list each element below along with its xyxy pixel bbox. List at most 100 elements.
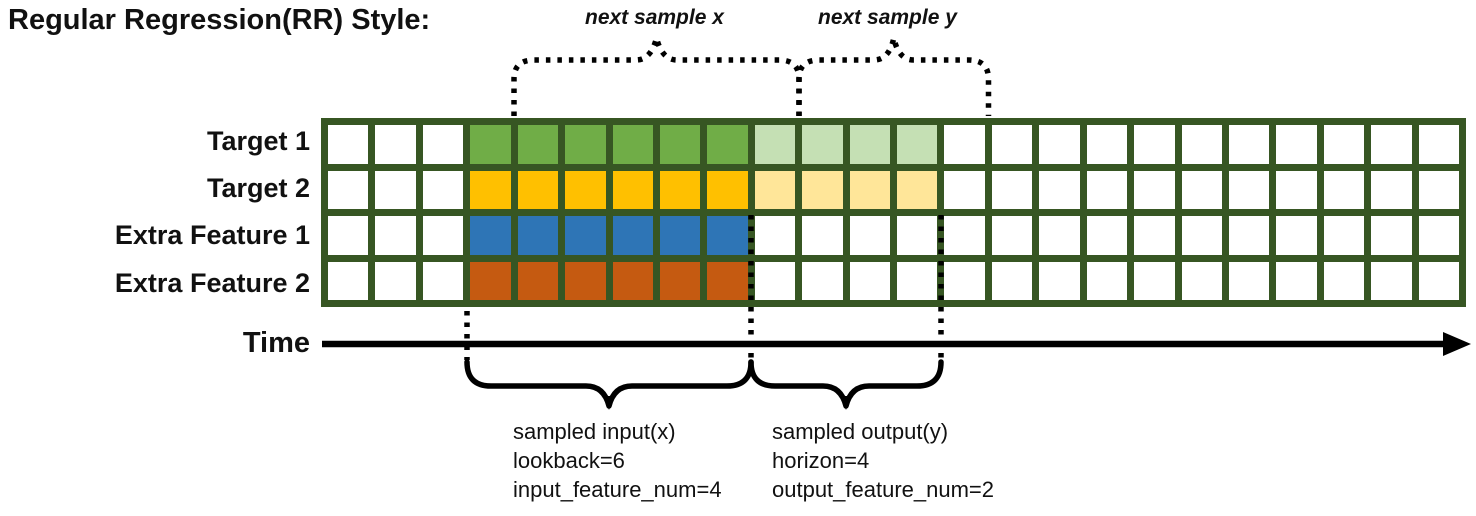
grid-cell: [1276, 170, 1317, 209]
sample-grid: [321, 118, 1466, 307]
sampled-input-brace-tip: [604, 396, 614, 410]
row-label-target-1: Target 1: [206, 126, 310, 156]
grid-cell: [1134, 125, 1175, 164]
grid-cell: [991, 170, 1033, 209]
grid-cell: [1039, 125, 1080, 164]
grid-cell: [1276, 261, 1317, 300]
grid-cell: [659, 216, 701, 255]
grid-cell: [328, 170, 369, 209]
grid-cell: [1134, 216, 1175, 255]
grid-cell: [517, 216, 559, 255]
grid-cell: [1228, 216, 1270, 255]
grid-cell: [754, 216, 796, 255]
grid-cell: [659, 170, 701, 209]
grid-cell: [375, 125, 416, 164]
grid-cell: [897, 216, 938, 255]
next-sample-x-label: next sample x: [585, 6, 724, 29]
grid-cell: [470, 261, 511, 300]
grid-cell: [754, 125, 796, 164]
grid-cell: [328, 216, 369, 255]
row-label-extra-feature-2: Extra Feature 2: [114, 268, 310, 298]
grid-cell: [1371, 216, 1412, 255]
grid-cell: [328, 125, 369, 164]
grid-cell: [375, 216, 416, 255]
grid-cell: [944, 216, 985, 255]
grid-cell: [470, 170, 511, 209]
grid-cell: [707, 216, 748, 255]
time-axis-arrowhead: [1443, 332, 1471, 356]
grid-cell: [1134, 261, 1175, 300]
grid-cell: [517, 125, 559, 164]
grid-cell: [565, 170, 606, 209]
sampled-input-brace: [464, 359, 754, 409]
grid-cell: [944, 170, 985, 209]
grid-cell: [565, 261, 606, 300]
grid-cell: [1323, 216, 1365, 255]
grid-cell: [470, 125, 511, 164]
grid-cell: [517, 170, 559, 209]
grid-cell: [1039, 261, 1080, 300]
grid-cell: [1039, 170, 1080, 209]
grid-cell: [1181, 261, 1222, 300]
grid-cell: [659, 125, 701, 164]
grid-cell: [612, 261, 653, 300]
sampled-input-title: sampled input(x): [513, 419, 676, 444]
grid-cell: [1228, 261, 1270, 300]
grid-cell: [802, 125, 843, 164]
grid-cell: [1086, 261, 1128, 300]
grid-cell: [849, 125, 890, 164]
diagram-title: Regular Regression(RR) Style:: [8, 4, 431, 36]
grid-cell: [659, 261, 701, 300]
row-label-extra-feature-1: Extra Feature 1: [114, 220, 310, 250]
grid-cell: [1181, 216, 1222, 255]
next-sample-x-brace: [511, 37, 802, 116]
grid-cell: [422, 170, 464, 209]
grid-cell: [1276, 125, 1317, 164]
grid-cell: [897, 170, 938, 209]
grid-cell: [849, 170, 890, 209]
grid-cell: [754, 261, 796, 300]
grid-cell: [1418, 170, 1459, 209]
grid-cell: [422, 261, 464, 300]
grid-cell: [1418, 216, 1459, 255]
grid-cell: [944, 261, 985, 300]
sampled-output-title: sampled output(y): [772, 419, 949, 444]
sampled-input-stats: sampled input(x) lookback=6 input_featur…: [513, 417, 722, 504]
grid-cell: [991, 261, 1033, 300]
grid-cell: [375, 170, 416, 209]
grid-cell: [849, 261, 890, 300]
grid-cell: [849, 216, 890, 255]
lookback-value: lookback=6: [513, 448, 625, 473]
grid-cell: [707, 261, 748, 300]
grid-cell: [375, 261, 416, 300]
sampled-output-brace: [748, 359, 944, 409]
grid-cell: [897, 125, 938, 164]
output-feature-num: output_feature_num=2: [772, 477, 995, 502]
grid-cell: [1228, 125, 1270, 164]
grid-cell: [1371, 261, 1412, 300]
grid-cell: [707, 125, 748, 164]
grid-cell: [565, 216, 606, 255]
grid-cell: [1418, 125, 1459, 164]
input-feature-num: input_feature_num=4: [513, 477, 722, 502]
grid-cell: [944, 125, 985, 164]
grid-cell: [802, 170, 843, 209]
grid-cell: [422, 125, 464, 164]
grid-cell: [754, 170, 796, 209]
grid-cell: [1323, 125, 1365, 164]
grid-cell: [991, 216, 1033, 255]
grid-cell: [707, 170, 748, 209]
grid-cell: [612, 216, 653, 255]
grid-cell: [802, 261, 843, 300]
grid-cell: [991, 125, 1033, 164]
sampled-output-stats: sampled output(y) horizon=4 output_featu…: [772, 417, 994, 504]
grid-cell: [1371, 125, 1412, 164]
grid-cell: [1418, 261, 1459, 300]
grid-cell: [1181, 170, 1222, 209]
grid-cell: [612, 125, 653, 164]
grid-cell: [1323, 261, 1365, 300]
grid-cell: [1086, 170, 1128, 209]
grid-cell: [470, 216, 511, 255]
horizon-value: horizon=4: [772, 448, 870, 473]
